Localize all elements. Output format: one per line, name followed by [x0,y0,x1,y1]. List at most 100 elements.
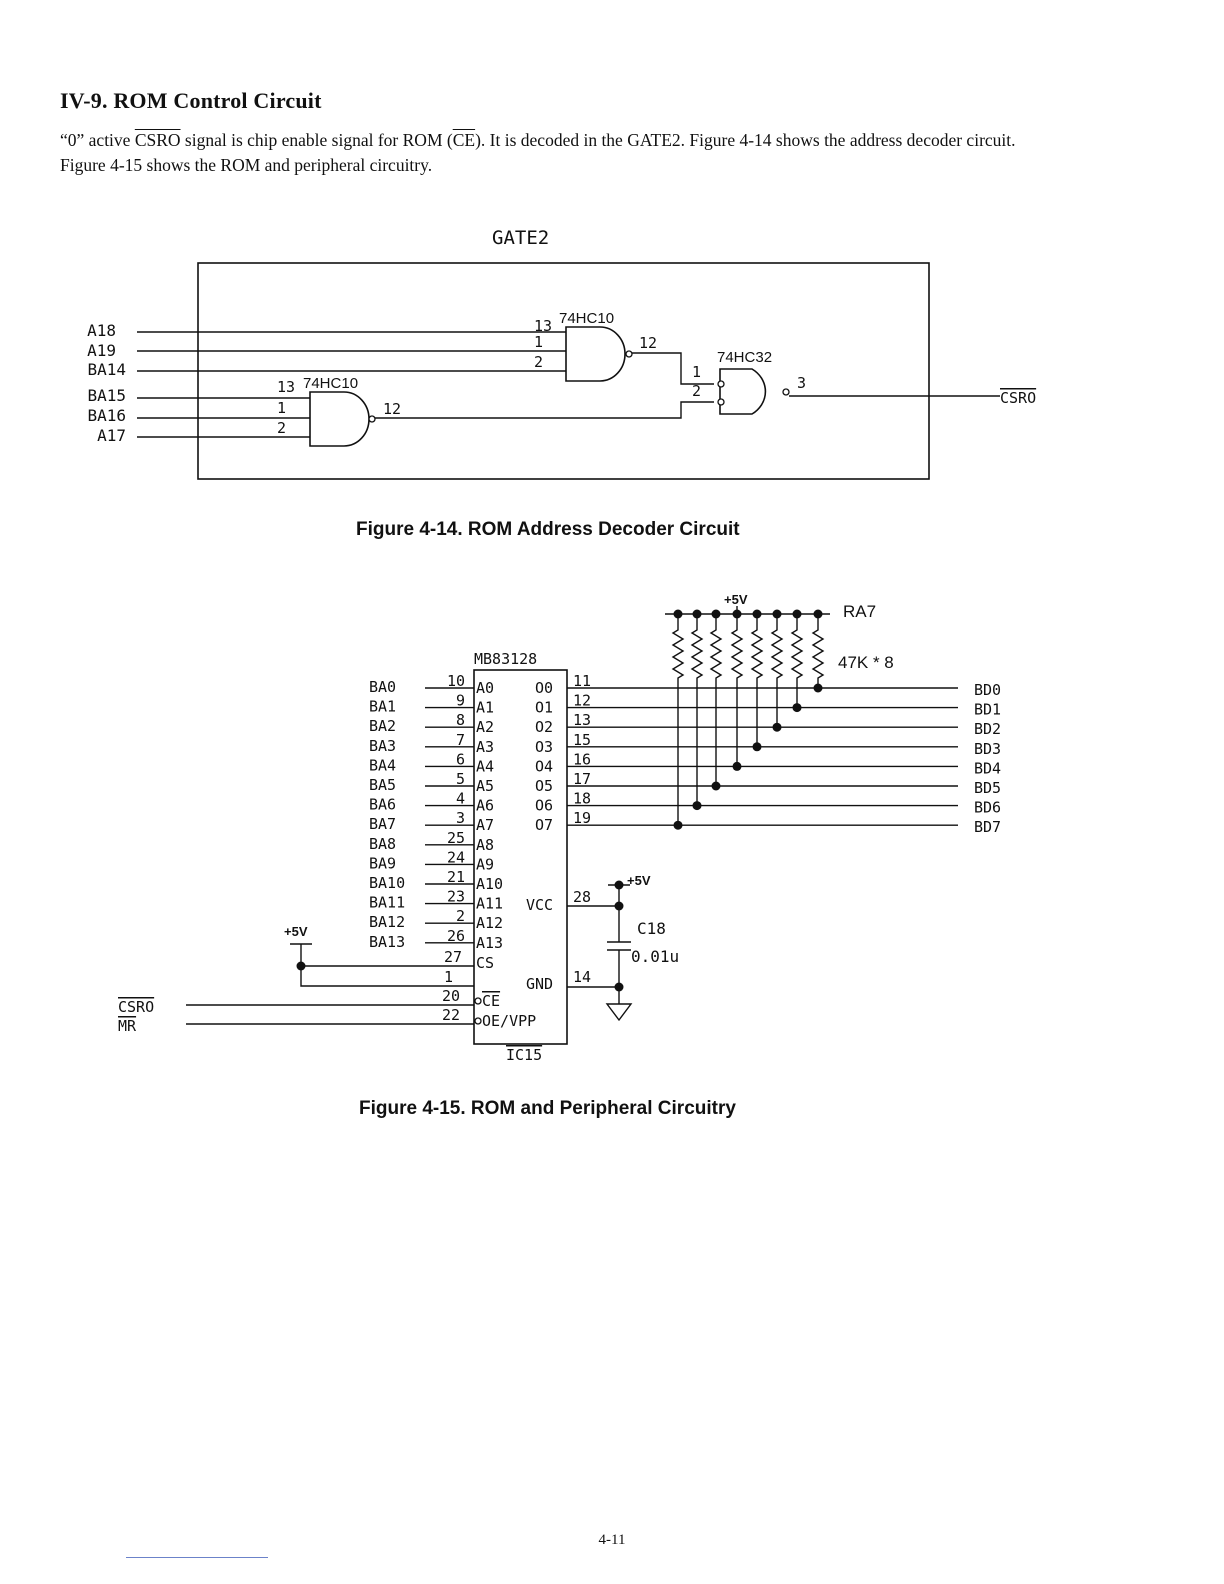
address-net-label: BA3 [369,737,396,755]
data-pin-name: O2 [535,718,553,736]
junction-dot [752,742,762,752]
ce-pin-name: CE [482,992,500,1010]
input-label: BA15 [87,386,126,405]
pin-number: 1 [444,968,453,986]
nand-gate-upper: 74HC10 13 1 2 12 [534,310,657,382]
pin-number: 12 [383,400,401,418]
pin-number: 18 [573,790,591,808]
data-pin-name: O3 [535,738,553,756]
pin-number: 14 [573,968,591,986]
pin-number: 4 [456,790,465,808]
address-pin-name: A2 [476,718,494,736]
input-label: BA14 [87,360,126,379]
pullup-resistor [709,614,723,786]
decoupling-network [567,884,633,1022]
pin-number: 1 [692,363,701,381]
address-pin-name: A11 [476,895,503,913]
pin-number: 26 [447,927,465,945]
vcc-pin-name: VCC [526,896,553,914]
address-net-label: BA13 [369,933,405,951]
pin-number: 12 [573,692,591,710]
cs-pin-name: CS [476,954,494,972]
pin-number: 2 [692,382,701,400]
address-net-label: BA4 [369,756,396,774]
data-pin-name: O5 [535,777,553,795]
pin-number: 11 [573,672,591,690]
junction-dot [711,781,721,791]
pullup-resistor [790,614,804,708]
address-pin-name: A1 [476,699,494,717]
input-label: A19 [87,341,116,360]
rom-chip: MB83128 IC15 VCC GND CS CE OE/VPP [473,650,568,1064]
address-net-label: BA1 [369,698,396,716]
input-label: A17 [97,426,126,445]
section-paragraph: “0” active CSRO signal is chip enable si… [60,130,1016,175]
address-pin-name: A7 [476,816,494,834]
pin-number: 1 [534,333,543,351]
pin-number: 5 [456,770,465,788]
pullup-resistor [750,614,764,747]
fig14-input-labels: A18 A19 BA14 BA15 BA16 A17 [87,321,126,445]
junction-dot [614,901,624,911]
address-net-label: BA2 [369,717,396,735]
address-net-label: BA9 [369,854,396,872]
junction-dot [692,801,702,811]
pin-number: 16 [573,750,591,768]
figure-15-caption: Figure 4-15. ROM and Peripheral Circuitr… [359,1098,736,1119]
control-lines [186,1004,474,1025]
address-pin-name: A5 [476,777,494,795]
chip-part-label: MB83128 [474,650,537,668]
pin-number: 17 [573,770,591,788]
cs-tie [290,943,474,987]
address-net-label: BA12 [369,913,405,931]
data-net-label: BD7 [974,818,1001,836]
oe-net-label: MR [118,1017,137,1035]
data-net-label: BD3 [974,740,1001,758]
pullup-resistor [671,614,685,826]
address-net-label: BA11 [369,894,405,912]
address-pin-name: A10 [476,875,503,893]
pullup-resistor [770,614,784,728]
pullup-ref-label: RA7 [843,602,876,621]
nand-gate-lower: 74HC10 13 1 2 12 [277,375,401,447]
fig14-wires [137,331,1000,438]
data-pin-name: O1 [535,699,553,717]
pin-number: 22 [442,1006,460,1024]
gnd-pin-name: GND [526,975,553,993]
pullup-resistor [811,614,825,688]
pin-number: 25 [447,829,465,847]
address-pin-name: A8 [476,836,494,854]
pin-number: 7 [456,731,465,749]
supply-label: +5V [627,873,651,888]
address-pin-name: A12 [476,914,503,932]
junction-dot [732,761,742,771]
pin-number: 23 [447,888,465,906]
address-net-label: BA6 [369,796,396,814]
or-gate: 74HC32 1 2 3 [692,349,806,415]
input-label: A18 [87,321,116,340]
gate-part-label: 74HC32 [717,349,772,366]
pullup-value-label: 47K * 8 [838,653,894,672]
capacitor-ref-label: C18 [637,919,666,938]
supply-label: +5V [724,592,748,607]
pin-number: 9 [456,692,465,710]
data-pin-name: O6 [535,797,553,815]
address-pin-name: A4 [476,757,494,775]
gate-part-label: 74HC10 [303,375,358,392]
pin-number: 3 [456,809,465,827]
pin-number: 8 [456,711,465,729]
pin-number: 13 [573,711,591,729]
pin-number: 2 [534,353,543,371]
data-net-label: BD1 [974,701,1001,719]
junction-dot [772,722,782,732]
data-pin-name: O7 [535,816,553,834]
supply-label: +5V [284,924,308,939]
data-pin-name: O0 [535,679,553,697]
junction-dot [792,703,802,713]
section-heading: IV-9. ROM Control Circuit [60,88,322,113]
pin-number: 1 [277,399,286,417]
pin-number: 2 [277,419,286,437]
csro-output-label: CSRO [1000,389,1036,407]
